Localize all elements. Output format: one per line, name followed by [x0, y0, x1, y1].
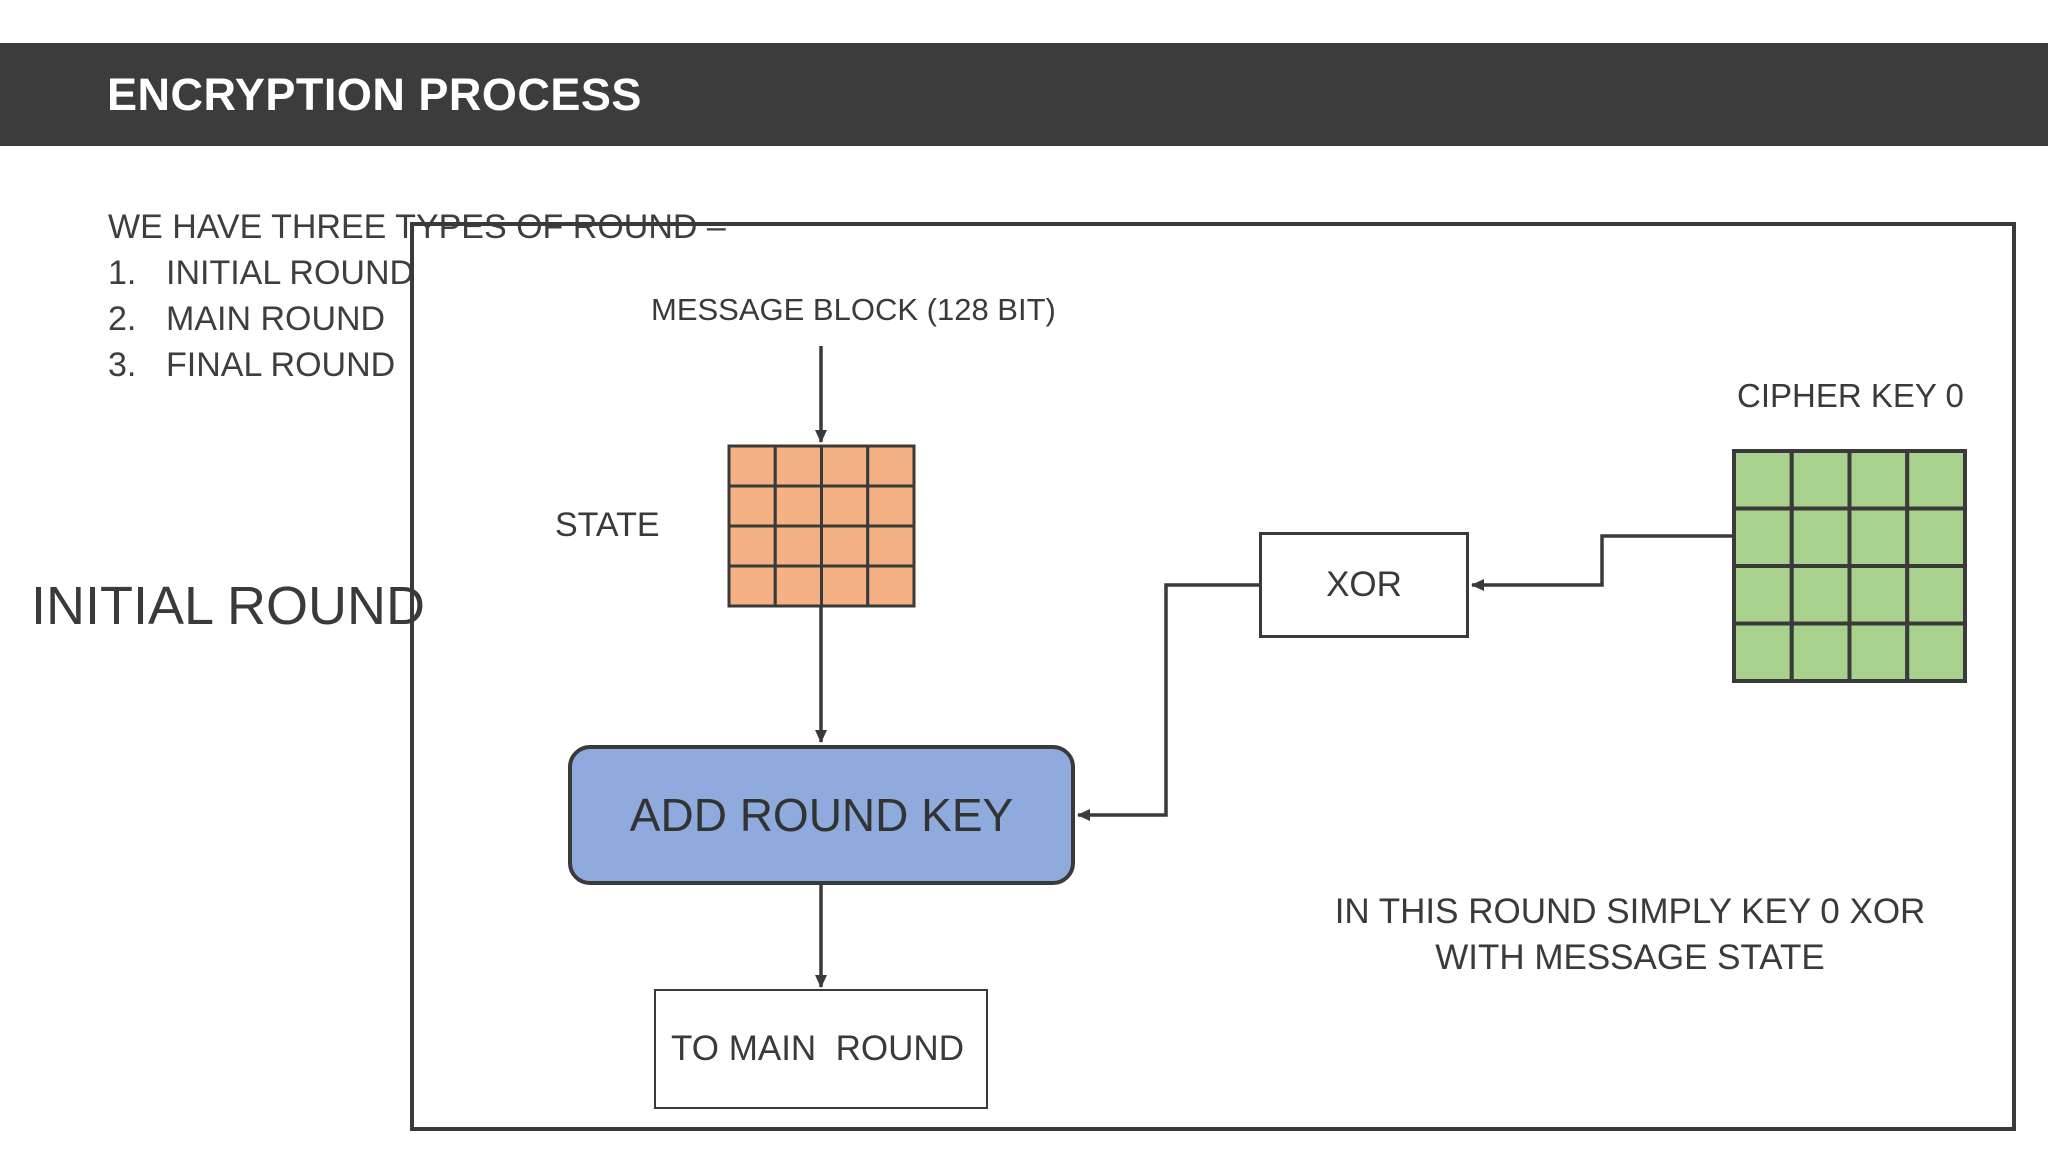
- cipher-key-grid-cell: [1732, 449, 1794, 511]
- list-item-number: 1.: [108, 254, 137, 292]
- state-grid-cell: [727, 524, 777, 568]
- cipher-key-grid-cell: [1789, 564, 1852, 626]
- state-grid-cell: [773, 524, 823, 568]
- list-item: 3. FINAL ROUND: [108, 342, 726, 388]
- state-grid-cell: [820, 484, 870, 528]
- state-grid-cell: [820, 444, 870, 488]
- state-grid-cell: [727, 444, 777, 488]
- cipher-key-grid-cell: [1905, 449, 1967, 511]
- state-grid: [727, 444, 916, 608]
- list-item-number: 2.: [108, 300, 137, 338]
- cipher-key-grid-cell: [1905, 506, 1967, 568]
- message-block-label: MESSAGE BLOCK (128 BIT): [651, 292, 1056, 327]
- state-grid-cell: [866, 444, 916, 488]
- list-item-label: MAIN ROUND: [166, 300, 386, 338]
- state-grid-cell: [773, 484, 823, 528]
- to-main-round-label: TO MAIN ROUND: [671, 1029, 964, 1068]
- list-item-label: INITIAL ROUND: [166, 254, 415, 292]
- cipher-key-grid-cell: [1732, 621, 1794, 683]
- cipher-key-grid-cell: [1732, 564, 1794, 626]
- cipher-key-grid-cell: [1732, 506, 1794, 568]
- state-grid-cell: [820, 524, 870, 568]
- cipher-key-grid-cell: [1905, 564, 1967, 626]
- cipher-key-grid-cell: [1789, 621, 1852, 683]
- state-grid-cell: [866, 564, 916, 608]
- list-item-label: FINAL ROUND: [166, 346, 396, 384]
- intro-heading: WE HAVE THREE TYPES OF ROUND –: [108, 208, 726, 246]
- state-grid-cell: [773, 444, 823, 488]
- list-item: 2. MAIN ROUND: [108, 296, 726, 342]
- state-grid-cell: [820, 564, 870, 608]
- cipher-key-label: CIPHER KEY 0: [1737, 377, 1964, 414]
- state-grid-cell: [866, 484, 916, 528]
- cipher-key-grid: [1732, 449, 1967, 683]
- list-item-number: 3.: [108, 346, 137, 384]
- cipher-key-grid-cell: [1789, 449, 1852, 511]
- add-round-key-label: ADD ROUND KEY: [629, 789, 1014, 841]
- cipher-key-grid-cell: [1847, 506, 1910, 568]
- xor-label: XOR: [1326, 565, 1402, 604]
- list-item: 1. INITIAL ROUND: [108, 250, 726, 296]
- intro-text: WE HAVE THREE TYPES OF ROUND – 1. INITIA…: [108, 204, 726, 388]
- header-bar: ENCRYPTION PROCESS: [0, 43, 2048, 146]
- to-main-round-box: TO MAIN ROUND: [654, 989, 988, 1109]
- state-grid-cell: [773, 564, 823, 608]
- page-title: ENCRYPTION PROCESS: [107, 69, 642, 120]
- section-label: INITIAL ROUND: [31, 576, 426, 636]
- xor-box: XOR: [1259, 532, 1469, 638]
- diagram-frame: [410, 222, 2016, 1131]
- cipher-key-grid-cell: [1905, 621, 1967, 683]
- cipher-key-grid-cell: [1789, 506, 1852, 568]
- state-label: STATE: [555, 506, 660, 544]
- cipher-key-grid-cell: [1847, 449, 1910, 511]
- state-grid-cell: [866, 524, 916, 568]
- round-note: IN THIS ROUND SIMPLY KEY 0 XOR WITH MESS…: [1334, 892, 1926, 977]
- cipher-key-grid-cell: [1847, 621, 1910, 683]
- arrow-xor-to-add-round-key: [1077, 583, 1259, 821]
- arrow-key-to-xor: [1471, 534, 1734, 591]
- add-round-key-box: ADD ROUND KEY: [568, 745, 1075, 885]
- state-grid-cell: [727, 484, 777, 528]
- cipher-key-grid-cell: [1847, 564, 1910, 626]
- state-grid-cell: [727, 564, 777, 608]
